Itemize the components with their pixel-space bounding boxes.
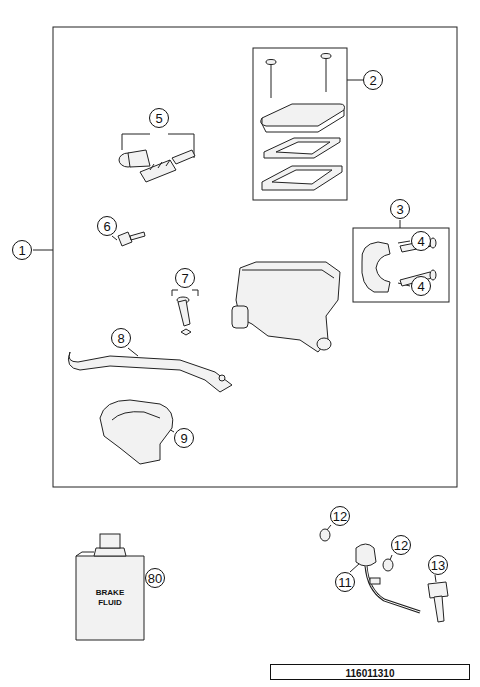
callout-number: 2 [363,70,383,90]
callout-number: 12 [330,506,350,526]
callout-number: 11 [335,572,355,592]
callout-number: 9 [174,428,194,448]
bottle-label: BRAKE FLUID [90,588,130,608]
sealing-washer [320,529,330,541]
callout-number: 3 [390,199,410,219]
callout-number: 12 [391,535,411,555]
drawing-number-box: 116011310 [270,664,470,680]
callout-number: 13 [428,555,448,575]
brake-fluid-bottle [76,534,144,640]
callout-number: 6 [97,216,117,236]
callout-number: 8 [111,328,131,348]
bleeder-screw [118,232,145,246]
handlebar-clamp [362,242,390,292]
sealing-washer [383,559,393,571]
kit-frame [53,27,457,487]
callout-number: 7 [175,268,195,288]
diaphragm [262,166,342,190]
clamp-kit-frame [353,228,449,302]
master-cylinder-body [236,262,340,352]
lever-protector [100,400,173,464]
reservoir-cover [261,104,345,126]
cover-kit-frame [253,48,347,200]
lever-pivot [177,297,191,335]
piston-kit [119,150,195,182]
brake-lever [68,352,232,392]
callout-number: 80 [145,568,165,588]
leader-lines [33,80,436,582]
cover-gasket [264,138,340,158]
drawing-number: 116011310 [346,668,395,679]
cover-screws [266,54,331,99]
banjo-bolt [428,582,448,622]
callout-number: 5 [149,108,169,128]
callout-number: 4 [411,276,431,296]
brake-line [356,544,420,612]
callout-number: 4 [411,231,431,251]
callout-number: 1 [12,240,32,260]
